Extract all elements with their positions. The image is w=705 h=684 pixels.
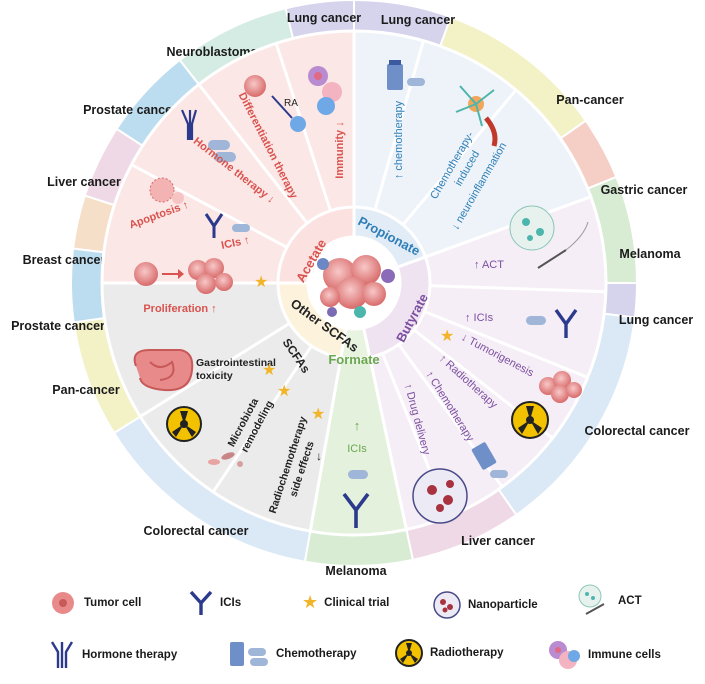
legend-chemotherapy: Chemotherapy: [228, 640, 357, 668]
legend-immune-cells: Immune cells: [546, 638, 661, 672]
radiation-icon: [395, 639, 423, 667]
outer-label-neuroblastoma: Neuroblastoma: [167, 45, 259, 59]
sector-divider: [211, 344, 314, 493]
act-icon: [509, 205, 589, 269]
legend-tumor-cell: Tumor cell: [48, 590, 141, 616]
hormone-therapy-icon: [50, 641, 74, 668]
sector-divider: [139, 321, 292, 418]
outer-label-pan-cancer-2: Pan-cancer: [556, 93, 624, 107]
legend-icis-label: ICIs: [220, 597, 242, 609]
central-tumor-cluster: [310, 239, 398, 327]
formate-label: Formate: [328, 352, 379, 367]
legend-icis: ICIs: [188, 590, 241, 616]
immune-cells-icon: [308, 66, 342, 115]
sector-divider: [428, 284, 606, 294]
outer-label-lung-cancer-1: Lung cancer: [287, 11, 361, 25]
radiotherapy-icon-2: [166, 406, 202, 442]
outer-label-colorectal-cancer-2: Colorectal cancer: [585, 424, 690, 438]
outer-label-lung-cancer-2: Lung cancer: [381, 13, 455, 27]
icis-antibody-icon-2: [554, 309, 578, 338]
legend-act-label: ACT: [618, 595, 642, 607]
intestine-icon: [133, 349, 194, 392]
scfa-inner-ring: [276, 205, 432, 361]
legend-hormone-therapy-label: Hormone therapy: [82, 649, 178, 661]
outer-label-breast-cancer: Breast cancer: [23, 253, 106, 267]
legend-radiotherapy-label: Radiotherapy: [430, 647, 504, 659]
immunity-label: Immunity ↓: [334, 121, 346, 178]
legend-hormone-therapy: Hormone therapy: [48, 640, 177, 670]
ra-arrow: [271, 95, 293, 119]
icis-butyrate-label: ↑ ICIs: [465, 312, 494, 324]
other-scfas-ring-segment: [276, 281, 348, 360]
hormone-therapy-icon: [180, 109, 198, 140]
nanoparticle-icon: [412, 468, 468, 524]
legend-nanoparticle-label: Nanoparticle: [468, 599, 538, 611]
legend-act: ACT: [574, 582, 642, 620]
chemotherapy-pills-icon: [208, 140, 236, 162]
sector-divider: [422, 309, 589, 379]
legend-immune-cells-label: Immune cells: [588, 649, 661, 661]
star-icon: ★: [302, 592, 319, 612]
legend: Tumor cell ICIs ★ Clinical trial Nanopar…: [0, 582, 705, 682]
outer-label-lung-cancer-3: Lung cancer: [619, 313, 693, 327]
tumor-cluster-icon: [539, 371, 582, 403]
icis-formate-label: ICIs: [347, 443, 367, 455]
outer-label-pan-cancer-1: Pan-cancer: [52, 383, 120, 397]
radiotherapy-icon: [511, 401, 549, 439]
radiochemo-arrow: ↓: [316, 449, 322, 463]
clinical-trial-star-5: ★: [311, 406, 325, 423]
outer-label-liver-cancer-1: Liver cancer: [47, 175, 121, 189]
outer-label-prostate-cancer-1: Prostate cancer: [83, 103, 177, 117]
chemotherapy-prop-label: ↑ chemotherapy: [393, 100, 405, 179]
clinical-trial-star-4: ★: [277, 383, 291, 400]
act-label: ↑ ACT: [474, 259, 504, 271]
apoptosis-icon: [149, 177, 184, 204]
outer-label-gastric-cancer: Gastric cancer: [601, 183, 688, 197]
outer-label-colorectal-cancer-1: Colorectal cancer: [144, 524, 249, 538]
icis-antibody-icon: [204, 213, 224, 238]
tumor-cell-icon: [244, 75, 266, 97]
sector-divider: [373, 40, 425, 212]
ra-label: RA: [284, 98, 298, 109]
chemotherapy-pill-icon-2: [526, 316, 546, 325]
legend-chemotherapy-label: Chemotherapy: [276, 648, 357, 660]
antibody-icon: [189, 590, 213, 615]
clinical-trial-star-2: ★: [440, 328, 454, 345]
outer-label-prostate-cancer-2: Prostate cancer: [11, 319, 105, 333]
icis-antibody-icon-3: [342, 492, 370, 528]
icis-formate-arrow: ↑: [354, 418, 361, 433]
legend-clinical-trial: ★ Clinical trial: [302, 592, 389, 613]
proliferation-icon: [134, 258, 233, 294]
act-icon: [578, 584, 605, 615]
gi-toxicity-label-2: toxicity: [196, 370, 233, 382]
tumor-cell-icon: [52, 592, 74, 614]
differentiated-cell-icon: [290, 116, 306, 132]
bacteria-icon: [208, 452, 243, 467]
neuron-icon: [455, 85, 498, 147]
proliferation-label: Proliferation ↑: [143, 303, 216, 315]
formate-sector: ↑ ICIs: [342, 418, 370, 528]
chemotherapy-bottle-icon-2: [471, 442, 508, 478]
chemotherapy-bottle-icon: [387, 60, 425, 90]
legend-radiotherapy: Radiotherapy: [394, 638, 504, 668]
chemotherapy-icon: [230, 642, 268, 666]
sector-divider: [401, 88, 518, 227]
clinical-trial-star-3: ★: [262, 362, 276, 379]
outer-label-liver-cancer-2: Liver cancer: [461, 534, 535, 548]
clinical-trial-star: ★: [254, 274, 268, 291]
chemotherapy-pill-icon: [232, 224, 250, 232]
sector-divider: [130, 163, 289, 250]
gi-toxicity-label-1: Gastrointestinal: [196, 357, 276, 369]
outer-label-melanoma-1: Melanoma: [325, 564, 387, 578]
legend-nanoparticle: Nanoparticle: [432, 590, 538, 620]
nanoparticle-icon: [433, 591, 461, 619]
chemotherapy-pill-icon-3: [348, 470, 368, 479]
icis-acetate-label: ICIs ↑: [220, 234, 251, 252]
legend-tumor-cell-label: Tumor cell: [84, 597, 142, 609]
immune-cells-icon: [549, 641, 580, 669]
outer-label-melanoma-2: Melanoma: [619, 247, 681, 261]
sector-divider: [197, 83, 310, 225]
legend-clinical-trial-label: Clinical trial: [324, 596, 390, 609]
